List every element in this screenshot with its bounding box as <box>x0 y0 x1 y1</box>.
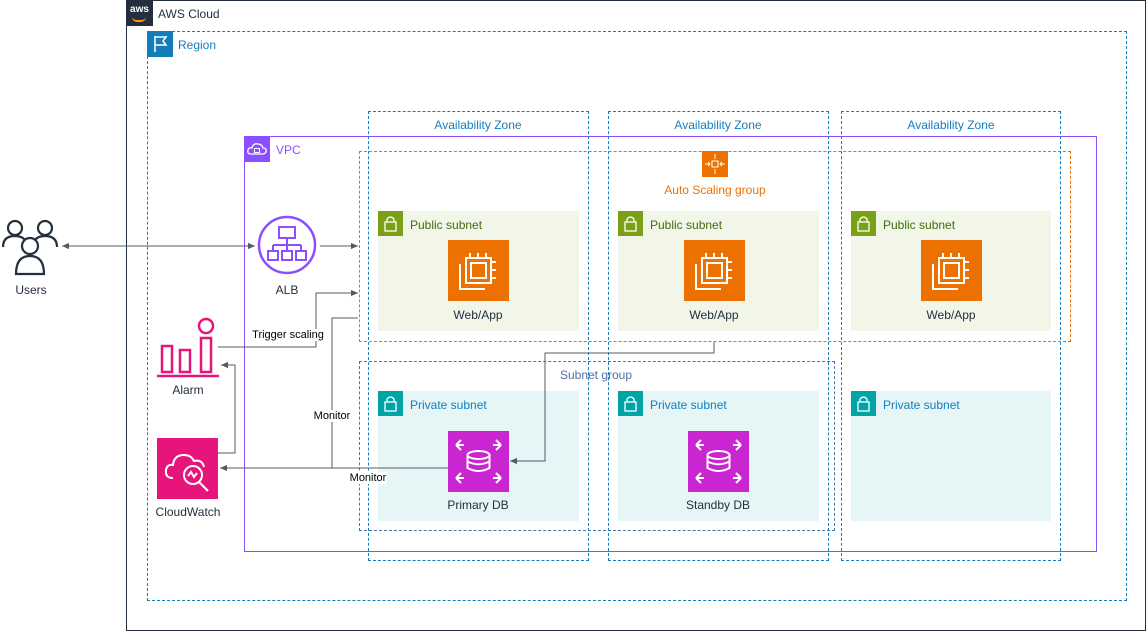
availability-zone-3 <box>841 111 1061 561</box>
availability-zone-label-2: Availability Zone <box>674 118 762 132</box>
region-group <box>147 31 1127 601</box>
aws-logo-icon: aws <box>126 0 153 26</box>
private-subnet-3 <box>851 391 1051 521</box>
ec2-instance-icon <box>921 240 982 301</box>
private-subnet-label-3: Private subnet <box>883 398 960 412</box>
private-subnet-label-1: Private subnet <box>410 398 487 412</box>
availability-zone-label-1: Availability Zone <box>434 118 522 132</box>
rds-database-icon <box>448 431 509 492</box>
padlock-icon <box>618 391 643 416</box>
ec2-instance-icon <box>684 240 745 301</box>
monitor-label-2: Monitor <box>349 472 387 484</box>
cloudwatch-alarm-edge <box>218 361 236 454</box>
subnet-group <box>359 361 835 531</box>
padlock-icon <box>851 391 876 416</box>
public-subnet-label-3: Public subnet <box>883 218 956 232</box>
alarm-label: Alarm <box>172 383 204 397</box>
users-icon <box>1 219 59 276</box>
padlock-icon <box>618 211 643 236</box>
auto-scaling-label: Auto Scaling group <box>664 183 766 197</box>
alb-label: ALB <box>275 283 299 297</box>
availability-zone-label-3: Availability Zone <box>907 118 995 132</box>
padlock-icon <box>851 211 876 236</box>
subnet-group-label: Subnet group <box>559 368 633 382</box>
public-subnet-label-2: Public subnet <box>650 218 723 232</box>
region-flag-icon <box>147 31 173 57</box>
aws-cloud-label: AWS Cloud <box>158 7 220 21</box>
vpc-icon <box>244 136 270 162</box>
vpc-group <box>244 136 1097 552</box>
alarm-icon <box>157 317 219 378</box>
rds-database-icon <box>688 431 749 492</box>
load-balancer-icon <box>257 215 317 275</box>
aws-logo-text: aws <box>130 4 149 15</box>
auto-scaling-icon <box>702 151 728 177</box>
padlock-icon <box>378 391 403 416</box>
cloudwatch-label: CloudWatch <box>155 505 221 519</box>
web-app-label-3: Web/App <box>926 308 976 322</box>
trigger-scaling-label: Trigger scaling <box>252 329 324 341</box>
primary-db-label: Primary DB <box>447 498 509 512</box>
private-subnet-label-2: Private subnet <box>650 398 727 412</box>
cloudwatch-icon <box>157 438 218 499</box>
standby-db-label: Standby DB <box>685 498 751 512</box>
availability-zone-1 <box>368 111 589 561</box>
region-label: Region <box>178 38 217 52</box>
ec2-instance-icon <box>448 240 509 301</box>
availability-zone-2 <box>608 111 829 561</box>
monitor-asg-edge <box>331 317 358 468</box>
web-app-label-2: Web/App <box>689 308 739 322</box>
public-subnet-label-1: Public subnet <box>410 218 483 232</box>
padlock-icon <box>378 211 403 236</box>
web-app-label-1: Web/App <box>453 308 503 322</box>
web-db-edge <box>510 342 715 465</box>
monitor-label-1: Monitor <box>313 410 351 422</box>
users-label: Users <box>15 283 47 297</box>
trigger-scaling-edge <box>218 289 358 348</box>
vpc-label: VPC <box>276 143 301 157</box>
